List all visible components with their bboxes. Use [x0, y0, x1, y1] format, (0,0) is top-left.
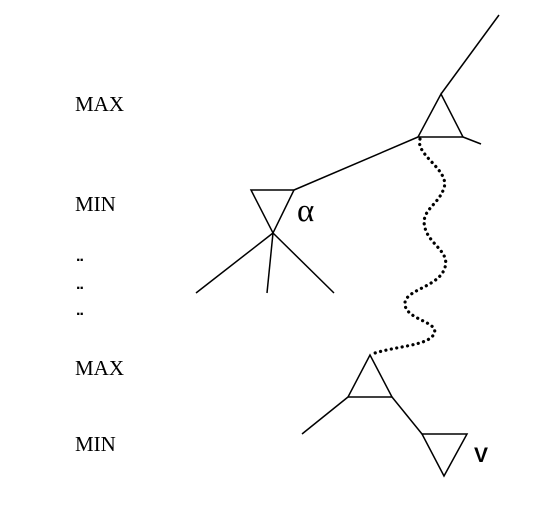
level-label-min-first: MIN: [75, 192, 116, 216]
edge-max-node-stub: [462, 136, 482, 145]
ellipsis-dots-3: ..: [76, 302, 84, 319]
ellipsis-dots-2: ..: [76, 276, 84, 293]
edge-lower-max-child-left: [301, 396, 349, 435]
level-label-max-top: MAX: [75, 92, 125, 116]
edge-lower-max-to-v: [391, 396, 423, 435]
edge-max-to-alpha-min: [293, 136, 419, 191]
v-label: V: [474, 444, 488, 467]
level-label-min-bottom: MIN: [75, 432, 116, 456]
edge-alpha-child-right: [272, 232, 335, 294]
ellipsis-dots-1: ..: [76, 248, 84, 265]
level-label-max-lower: MAX: [75, 356, 125, 380]
edge-root-to-max-node: [440, 14, 500, 95]
alpha-label: α: [297, 193, 314, 229]
wavy-dotted-path: [370, 137, 448, 356]
min-node-v-triangle: [420, 433, 469, 478]
edge-alpha-child-left: [195, 232, 274, 294]
max-node-top-triangle: [416, 92, 465, 138]
max-node-lower-triangle: [346, 353, 394, 398]
edge-alpha-child-middle: [266, 232, 274, 294]
min-node-alpha-triangle: [249, 189, 296, 235]
